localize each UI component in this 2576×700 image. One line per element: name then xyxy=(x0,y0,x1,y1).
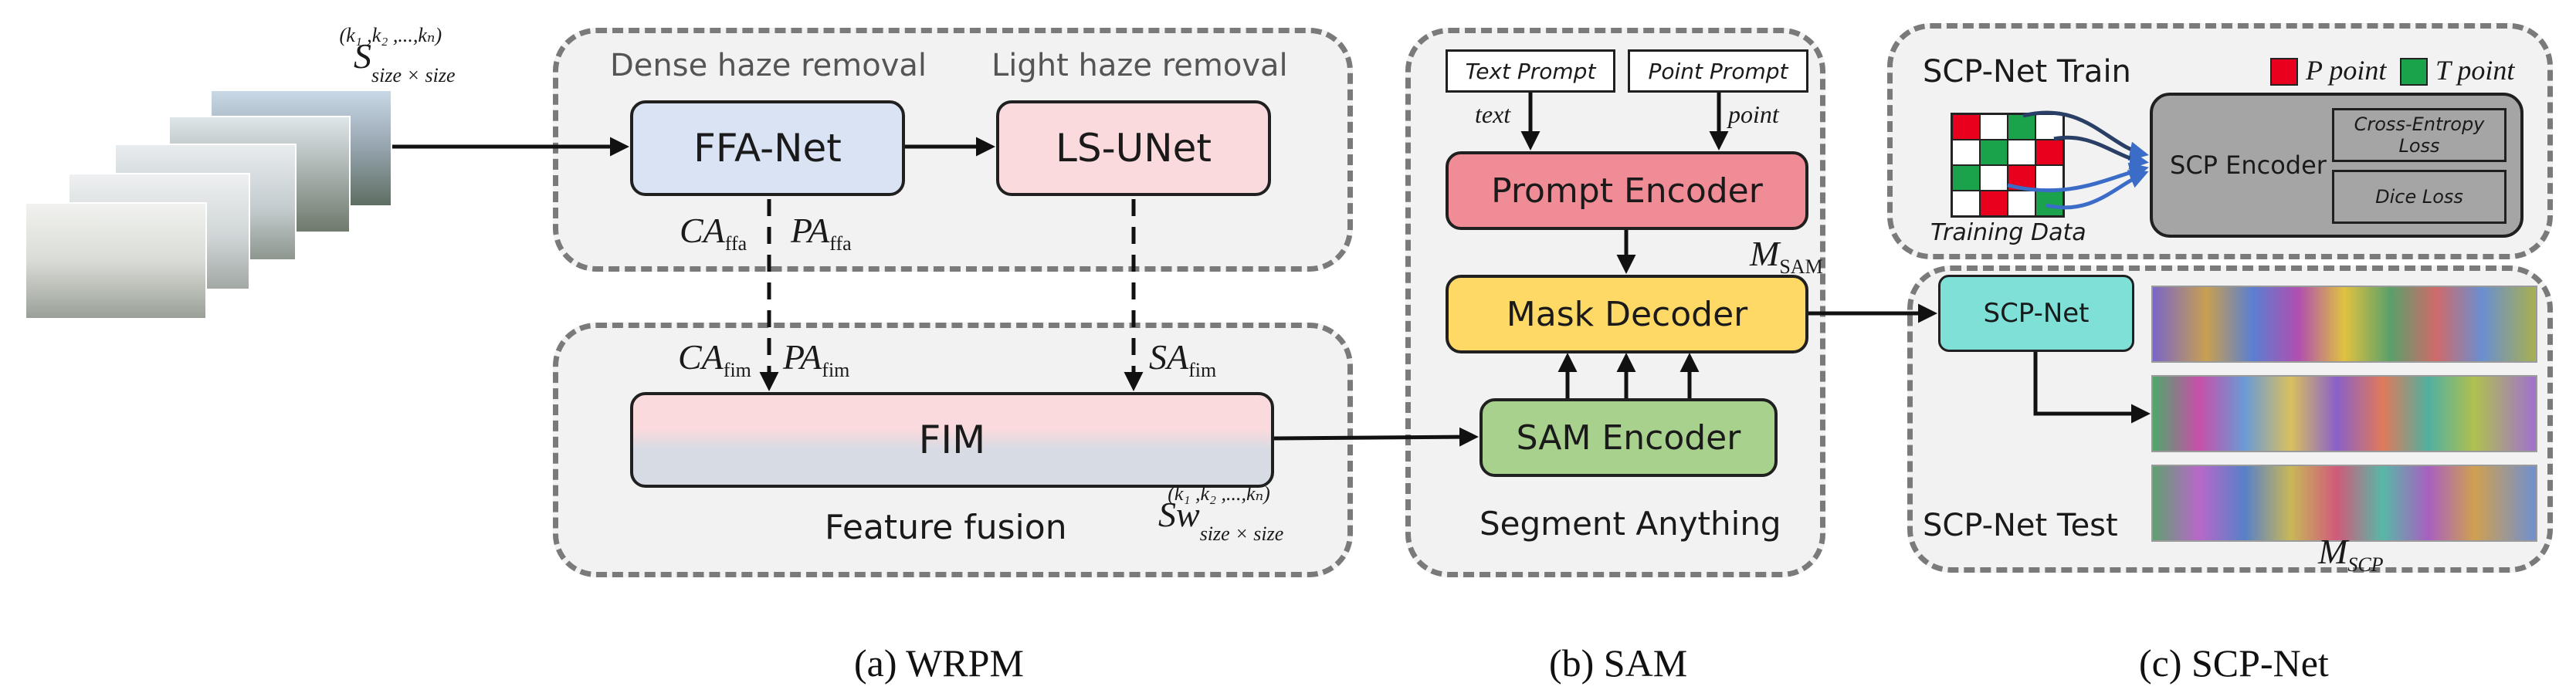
t-point-swatch xyxy=(2400,58,2428,86)
training-data-grid xyxy=(1951,113,2065,218)
dice-loss-box: Dice Loss xyxy=(2332,170,2507,224)
input-set-label: Ssize × size(k₁ ,k₂ ,...,kₙ) xyxy=(339,23,456,87)
ffa-net-label: FFA-Net xyxy=(693,126,842,171)
cross-entropy-loss-box: Cross-Entropy Loss xyxy=(2332,108,2507,162)
sam-encoder-label: SAM Encoder xyxy=(1516,418,1741,458)
ls-unet-block: LS-UNet xyxy=(996,100,1271,196)
text-prompt-box: Text Prompt xyxy=(1446,49,1615,93)
scp-encoder-label: SCP Encoder xyxy=(2170,150,2327,180)
t-point-legend: T point xyxy=(2400,54,2514,86)
mask-decoder-block: Mask Decoder xyxy=(1446,275,1808,353)
ffa-net-block: FFA-Net xyxy=(630,100,905,196)
caption-wrpm: (a) WRPM xyxy=(854,641,1024,685)
hazy-image-thumb xyxy=(25,202,207,320)
scp-test-title: SCP-Net Test xyxy=(1923,508,2118,543)
fim-label: FIM xyxy=(918,418,986,462)
dice-loss-label: Dice Loss xyxy=(2375,186,2463,208)
point-prompt-box: Point Prompt xyxy=(1628,49,1808,93)
ls-unet-label: LS-UNet xyxy=(1055,126,1212,171)
segment-anything-label: Segment Anything xyxy=(1480,505,1781,543)
sw-output-label: Swsize × size(k₁ ,k₂ ,...,kₙ) xyxy=(1158,482,1284,546)
ca-fim-label: CAfim xyxy=(678,337,751,382)
p-point-swatch xyxy=(2270,58,2298,86)
m-scp-label: MSCP xyxy=(2318,532,2384,577)
dense-haze-label: Dense haze removal xyxy=(610,48,927,83)
sam-encoder-block: SAM Encoder xyxy=(1480,398,1778,477)
scp-net-block: SCP-Net xyxy=(1938,275,2134,352)
ca-ffa-label: CAffa xyxy=(680,211,747,255)
pa-ffa-label: PAffa xyxy=(791,211,852,255)
caption-scp-net: (c) SCP-Net xyxy=(2139,641,2329,685)
pa-fim-label: PAfim xyxy=(783,337,850,382)
training-data-label: Training Data xyxy=(1930,219,2086,246)
sa-fim-label: SAfim xyxy=(1149,337,1217,382)
p-point-legend: P point xyxy=(2270,54,2386,86)
segmentation-result-image xyxy=(2151,286,2537,363)
text-prompt-label: Text Prompt xyxy=(1465,58,1596,84)
light-haze-label: Light haze removal xyxy=(991,48,1288,83)
prompt-encoder-block: Prompt Encoder xyxy=(1446,151,1808,230)
scp-net-label: SCP-Net xyxy=(1983,298,2090,329)
segmentation-result-image xyxy=(2151,465,2537,542)
segmentation-result-image xyxy=(2151,375,2537,452)
mask-decoder-label: Mask Decoder xyxy=(1506,294,1748,334)
point-input-label: point xyxy=(1728,100,1779,128)
prompt-encoder-label: Prompt Encoder xyxy=(1491,171,1763,211)
feature-fusion-label: Feature fusion xyxy=(825,508,1067,547)
caption-sam: (b) SAM xyxy=(1549,641,1688,685)
cross-entropy-loss-label: Cross-Entropy Loss xyxy=(2354,113,2485,157)
scp-train-title: SCP-Net Train xyxy=(1923,54,2131,90)
m-sam-label: MSAM xyxy=(1750,234,1823,279)
point-prompt-label: Point Prompt xyxy=(1648,58,1788,84)
text-input-label: text xyxy=(1475,100,1511,128)
fim-block: FIM xyxy=(630,392,1274,488)
